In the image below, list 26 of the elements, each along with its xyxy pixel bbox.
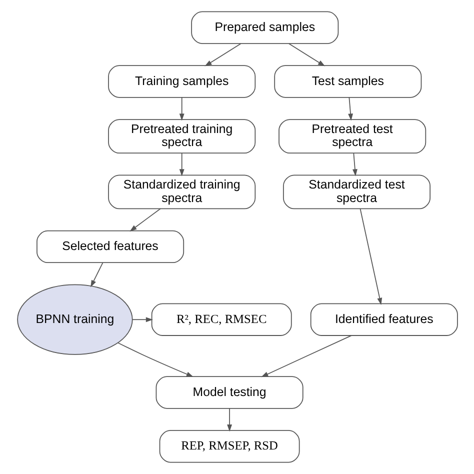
node-box: Standardized training spectra [108,174,256,210]
arrow [117,342,194,377]
node-box: Selected features [36,230,184,264]
node-box: Test samples [274,65,422,98]
node-box: REP, RMSEP, RSD [158,430,300,463]
node-ellipse: BPNN training [16,284,132,355]
arrow [178,152,184,176]
arrow [352,152,357,176]
arrow [178,97,184,121]
node-box: Prepared samples [190,11,338,44]
arrow [348,97,352,121]
node-box: Pretreated test spectra [278,119,426,154]
node-box: R², REC, RMSEC [150,303,292,336]
node-box: Training samples [108,65,256,98]
arrow [260,335,352,378]
arrow [226,408,232,432]
arrow [204,43,241,66]
node-box: Model testing [155,376,303,409]
node-box: Identified features [310,303,458,336]
node-box: Pretreated training spectra [108,119,256,154]
arrow [90,262,103,288]
node-box: Standardized test spectra [282,174,430,210]
arrow [129,208,160,232]
arrow [132,317,152,322]
arrow [359,208,382,305]
arrow [288,43,325,66]
